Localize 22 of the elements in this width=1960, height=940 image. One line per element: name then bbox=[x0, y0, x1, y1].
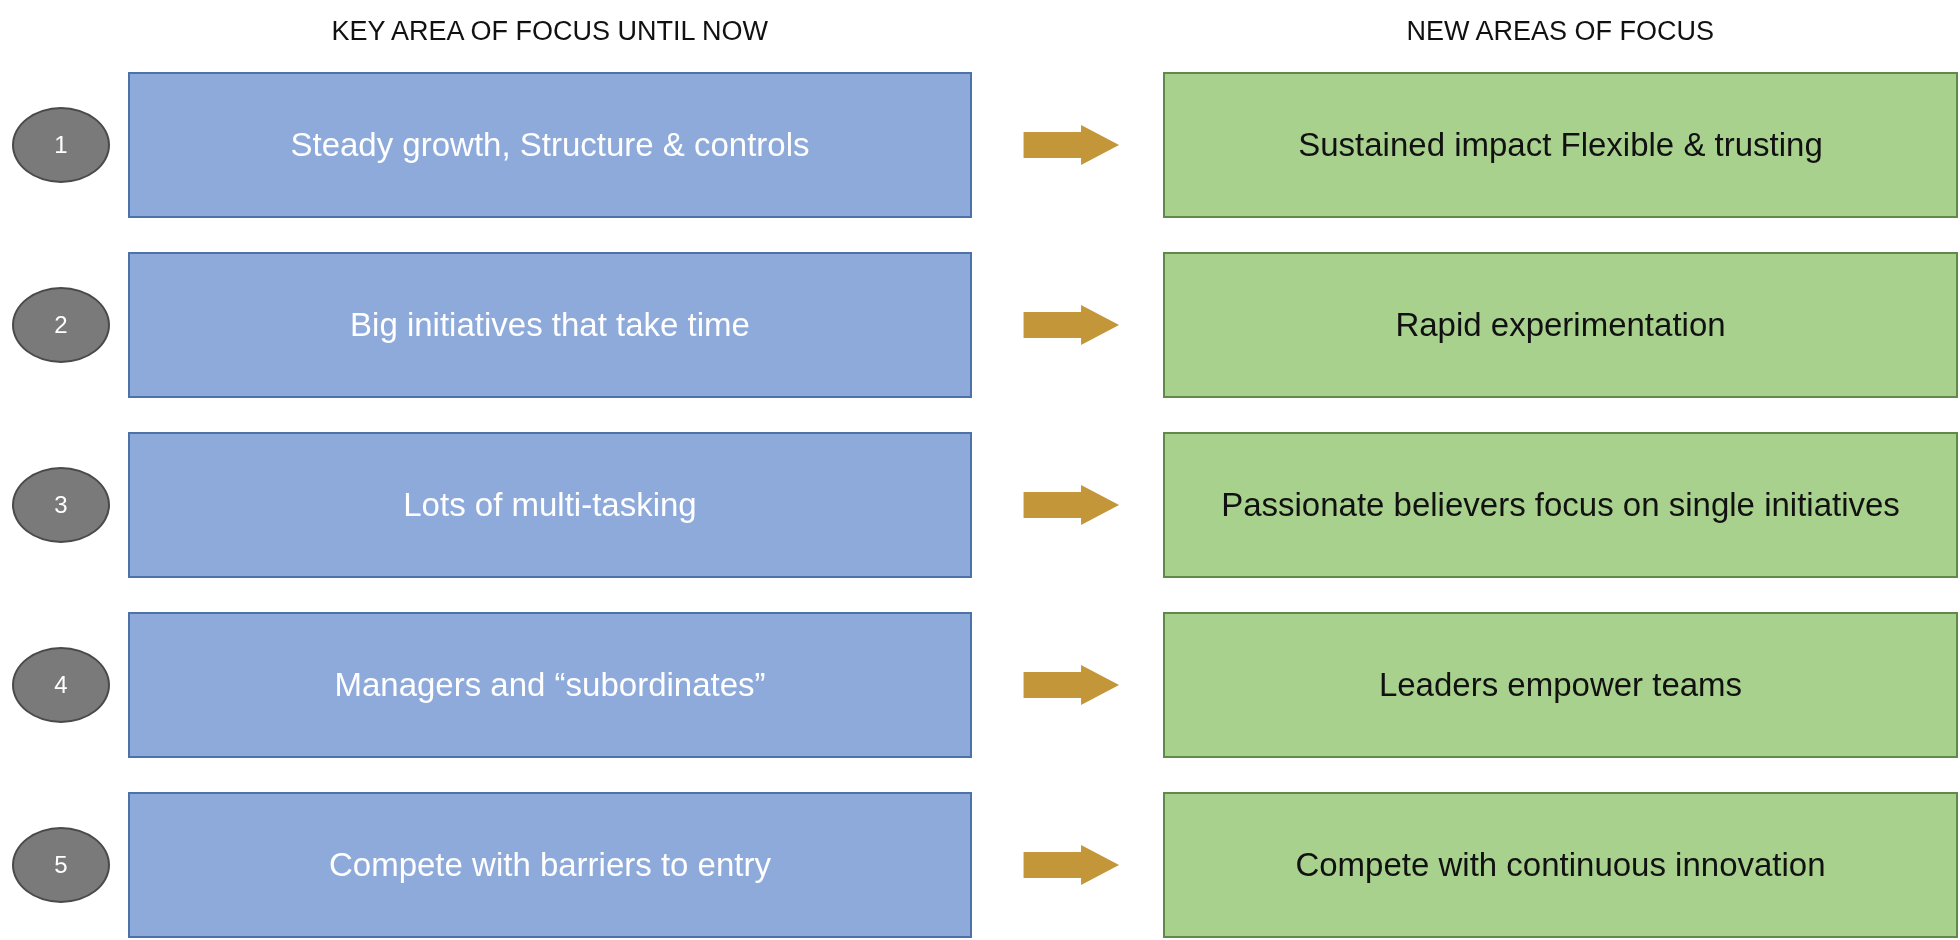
process-box: Steady growth, Structure & controls bbox=[128, 72, 972, 218]
process-box: Big initiatives that take time bbox=[128, 252, 972, 398]
number-badge: 3 bbox=[12, 467, 110, 543]
arrow bbox=[1023, 125, 1120, 165]
process-box: Lots of multi-tasking bbox=[128, 432, 972, 578]
process-box: Passionate believers focus on single initiatives bbox=[1163, 432, 1958, 578]
process-box: Rapid experimentation bbox=[1163, 252, 1958, 398]
number-badge: 5 bbox=[12, 827, 110, 903]
arrow bbox=[1023, 845, 1120, 885]
process-box: Compete with continuous innovation bbox=[1163, 792, 1958, 938]
column-heading: NEW AREAS OF FOCUS bbox=[1406, 16, 1715, 47]
column-heading: KEY AREA OF FOCUS UNTIL NOW bbox=[331, 16, 769, 47]
number-badge: 2 bbox=[12, 287, 110, 363]
process-box: Compete with barriers to entry bbox=[128, 792, 972, 938]
process-box: Managers and “subordinates” bbox=[128, 612, 972, 758]
arrow bbox=[1023, 665, 1120, 705]
process-box: Leaders empower teams bbox=[1163, 612, 1958, 758]
process-box: Sustained impact Flexible & trusting bbox=[1163, 72, 1958, 218]
arrow bbox=[1023, 485, 1120, 525]
number-badge: 4 bbox=[12, 647, 110, 723]
number-badge: 1 bbox=[12, 107, 110, 183]
arrow bbox=[1023, 305, 1120, 345]
